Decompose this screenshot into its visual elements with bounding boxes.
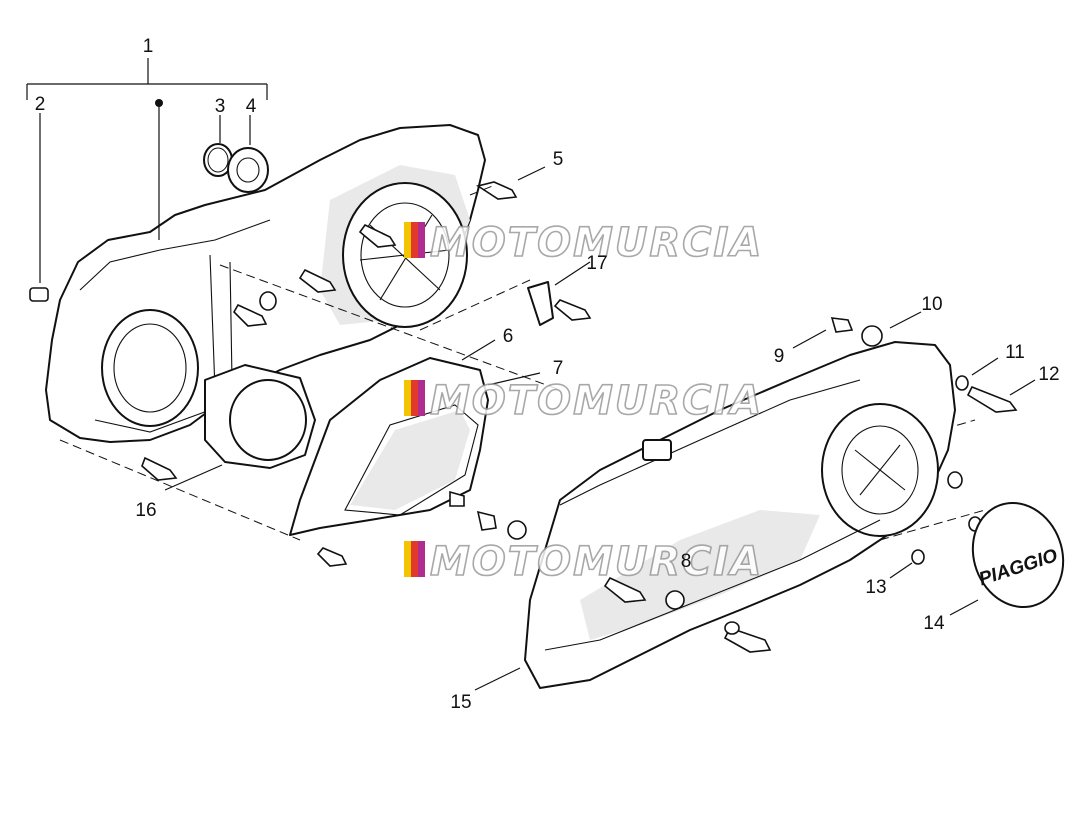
callout-labels: 1 2 3 4 5 6 7 8 9 10 11 12 13 14 15 16 1…	[35, 36, 1060, 713]
callout-1: 1	[143, 36, 154, 57]
callout-6: 6	[503, 326, 514, 347]
watermark-text-1: MOTOMURCIA	[430, 220, 763, 266]
cover-bolts	[141, 223, 397, 567]
watermark-text-3: MOTOMURCIA	[430, 539, 763, 585]
outer-transmission-cover-15	[474, 341, 956, 691]
callout-14: 14	[923, 613, 945, 634]
callout-15: 15	[450, 692, 471, 713]
callout-5: 5	[553, 149, 564, 170]
watermark-3: MOTOMURCIA	[404, 538, 763, 586]
bracket-17	[527, 261, 592, 326]
watermark-text-2: MOTOMURCIA	[430, 378, 763, 424]
watermark-1: MOTOMURCIA	[404, 219, 763, 267]
filter-housing-6-7	[289, 339, 541, 536]
callout-2: 2	[35, 94, 46, 115]
callout-12: 12	[1038, 364, 1059, 385]
piaggio-cap-14: PIAGGIO	[949, 501, 1065, 616]
callout-11: 11	[1005, 342, 1025, 363]
callout-3: 3	[215, 96, 226, 117]
leader-1-body	[155, 99, 163, 240]
callout-9: 9	[774, 346, 785, 367]
bearing-4	[227, 115, 269, 193]
right-fasteners	[792, 311, 1036, 579]
callout-17: 17	[586, 253, 607, 274]
air-duct-ring-16	[164, 364, 316, 491]
callout-10: 10	[921, 294, 942, 315]
callout-7: 7	[553, 358, 564, 379]
bolt-5	[476, 166, 546, 200]
center-fasteners	[449, 490, 527, 540]
group-bracket-1	[26, 58, 268, 100]
callout-8: 8	[681, 551, 692, 572]
callout-16: 16	[135, 500, 156, 521]
watermark-2: MOTOMURCIA	[404, 377, 763, 425]
callout-13: 13	[865, 577, 886, 598]
circlip-3	[203, 115, 233, 177]
dowel-pin-2	[29, 113, 49, 302]
callout-4: 4	[246, 96, 257, 117]
